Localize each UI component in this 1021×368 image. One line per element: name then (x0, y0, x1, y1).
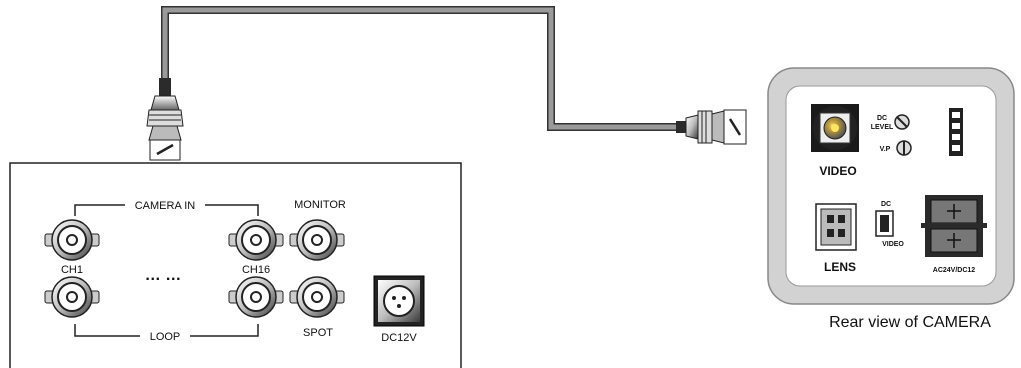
power-label: AC24V/DC12 (933, 267, 976, 274)
camera-caption: Rear view of CAMERA (829, 314, 991, 331)
video-bnc-connector-icon (811, 104, 859, 152)
potentiometer-icon (896, 140, 912, 156)
dc-jack-icon (373, 275, 425, 327)
video-cable (161, 6, 680, 131)
bnc-connector-icon (228, 276, 284, 318)
dvr-rear-panel: CAMERA IN LOOP MONITOR CH1 … … CH16 SPOT… (9, 162, 462, 368)
lens-connector-icon (815, 203, 857, 251)
dip-switch-icon (949, 108, 963, 156)
video-label: VIDEO (819, 164, 856, 178)
bnc-connector-icon (44, 276, 100, 318)
camera-in-label: CAMERA IN (135, 200, 196, 212)
ch1-label: CH1 (61, 264, 83, 276)
lens-label: LENS (824, 260, 856, 274)
bnc-connector-icon (289, 219, 345, 261)
camera-in-bracket: CAMERA IN (74, 200, 259, 216)
bnc-connector-icon (289, 276, 345, 318)
spot-label: SPOT (303, 327, 333, 339)
dc-switch-label: DC (881, 201, 891, 208)
bnc-cable-plug-icon (676, 109, 747, 145)
camera-rear-view: VIDEO DC LEVEL V.P (767, 67, 1015, 331)
dc-level-label-line2: LEVEL (871, 124, 894, 131)
dc-level-label-line1: DC (877, 115, 887, 122)
dc12v-label: DC12V (381, 332, 417, 344)
slide-switch-icon (875, 210, 894, 237)
loop-label: LOOP (150, 331, 181, 343)
ch16-label: CH16 (242, 264, 270, 276)
potentiometer-icon (894, 114, 910, 130)
vp-label: V.P (880, 146, 891, 153)
bnc-cable-plug-icon (146, 78, 184, 161)
video-switch-label: VIDEO (882, 241, 904, 248)
bnc-connector-icon (228, 219, 284, 261)
loop-bracket: LOOP (74, 324, 259, 343)
monitor-label: MONITOR (294, 199, 346, 211)
channel-ellipsis: … … (145, 267, 181, 284)
bnc-connector-icon (44, 219, 100, 261)
terminal-block-icon (921, 195, 987, 257)
